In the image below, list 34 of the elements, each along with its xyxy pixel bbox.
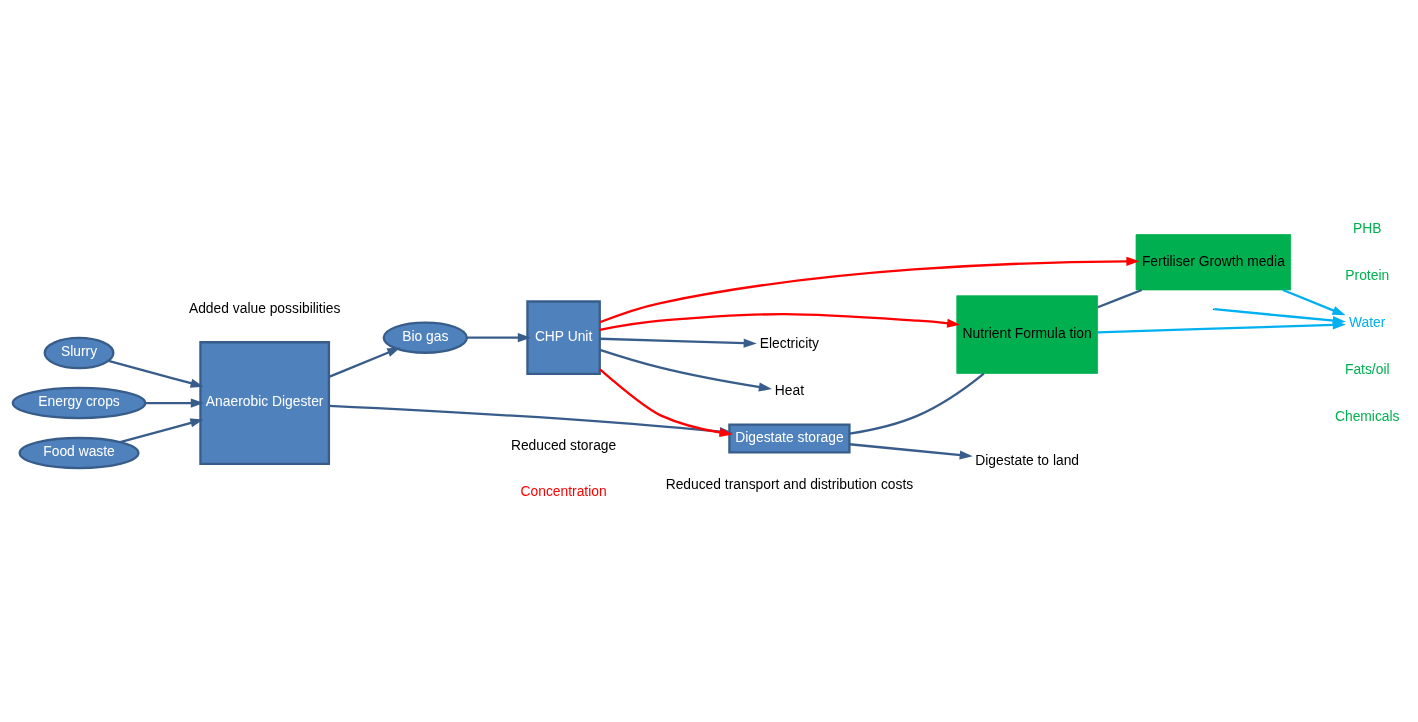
arrow <box>145 397 204 408</box>
node-box: Fertiliser Growth media <box>1135 233 1292 290</box>
node-text: Water <box>1349 313 1386 330</box>
node-ellipse: Bio gas <box>382 320 468 354</box>
node-ellipse: Food waste <box>18 436 140 469</box>
node-ellipse: Energy crops <box>11 386 147 419</box>
arrow <box>599 348 772 392</box>
node-text: Heat <box>774 381 805 398</box>
label: Chemicals <box>1334 407 1400 424</box>
arrow <box>466 332 531 342</box>
node-box: Nutrient Formula tion <box>956 294 1098 374</box>
node-box: Digestate storage <box>728 422 851 453</box>
label: Reduced storage <box>510 436 617 453</box>
arrow <box>108 359 204 388</box>
arrow <box>119 418 204 443</box>
arrow <box>599 256 1140 323</box>
arrow <box>849 442 973 460</box>
node-box: CHP Unit <box>526 299 601 375</box>
label: Reduced transport and distribution costs <box>665 475 914 492</box>
node-text: Digestate to land <box>975 451 1080 468</box>
node-ellipse: Slurry <box>43 336 115 369</box>
connector <box>849 372 985 435</box>
arrow <box>1282 288 1346 315</box>
connector <box>1097 288 1143 308</box>
label: Concentration <box>520 482 607 499</box>
label: Fats/oil <box>1344 360 1390 377</box>
arrow <box>328 347 401 378</box>
label: PHB <box>1353 219 1382 236</box>
node-text: Electricity <box>759 334 819 351</box>
label: Added value possibilities <box>188 299 341 316</box>
arrow <box>599 312 961 331</box>
label: Protein <box>1345 266 1390 283</box>
arrow <box>599 337 757 348</box>
node-box: Anaerobic Digester <box>199 340 331 465</box>
